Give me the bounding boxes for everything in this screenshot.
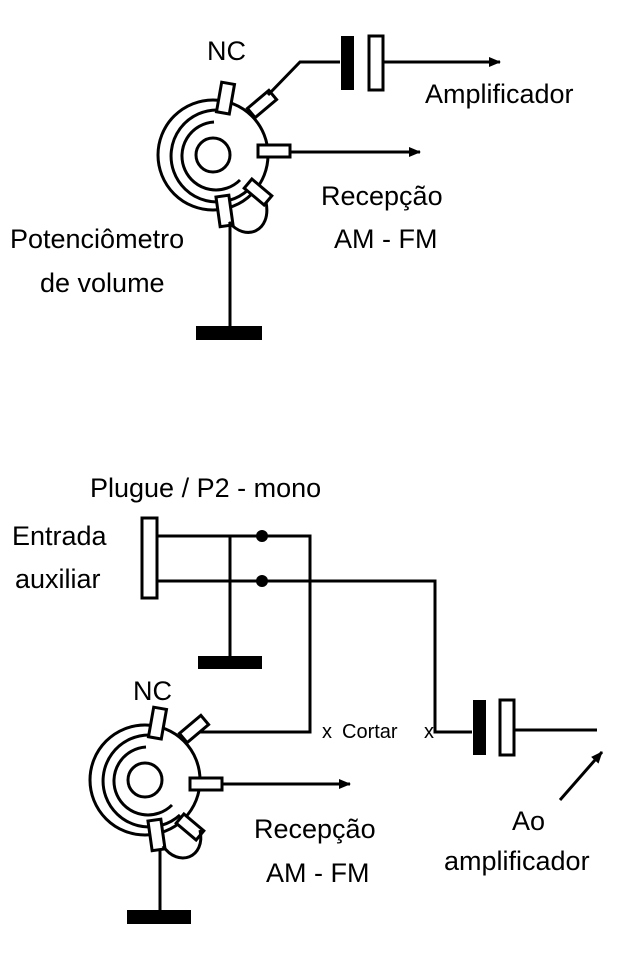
aux-input-label-line2: auxiliar [15,564,101,594]
top-circuit: NC Amplificador Recepção AM - FM Potenci… [10,34,574,340]
nc-label-top: NC [207,36,246,66]
potentiometer-label-line2: de volume [40,268,165,298]
ground-symbol-plug [198,656,262,669]
cut-mark-left: x [322,721,332,743]
mono-plug [140,516,159,600]
wire-top-to-capacitor [266,60,340,97]
nc-label-bottom: NC [133,676,172,706]
bottom-circuit: Plugue / P2 - mono Entrada auxiliar x Co… [12,473,604,924]
junction-dot-upper [256,530,268,542]
amplifier-label: Amplificador [425,79,574,109]
amp-label-line1: Ao [512,806,545,836]
plug-wire-upper [157,534,312,734]
cut-label: Cortar [342,721,398,743]
ground-symbol-bottom [127,910,191,924]
reception-label-top-line1: Recepção [321,181,443,211]
aux-input-label-line1: Entrada [12,521,108,551]
plug-wire-lower [157,579,472,734]
ground-symbol-top [196,326,262,340]
coupling-capacitor-top [341,34,385,92]
reception-label-bottom-line2: AM - FM [266,858,369,888]
volume-potentiometer-bottom [88,705,224,860]
potentiometer-label-line1: Potenciômetro [10,224,184,254]
junction-dot-lower [256,575,268,587]
reception-label-top-line2: AM - FM [334,224,437,254]
reception-label-bottom-line1: Recepção [254,814,376,844]
cut-mark-right: x [424,721,434,743]
coupling-capacitor-bottom [473,698,516,757]
amplifier-arrow-bottom [558,751,604,801]
amp-label-line2: amplificador [444,846,590,876]
volume-potentiometer-top [156,80,292,234]
plug-label: Plugue / P2 - mono [90,473,321,503]
